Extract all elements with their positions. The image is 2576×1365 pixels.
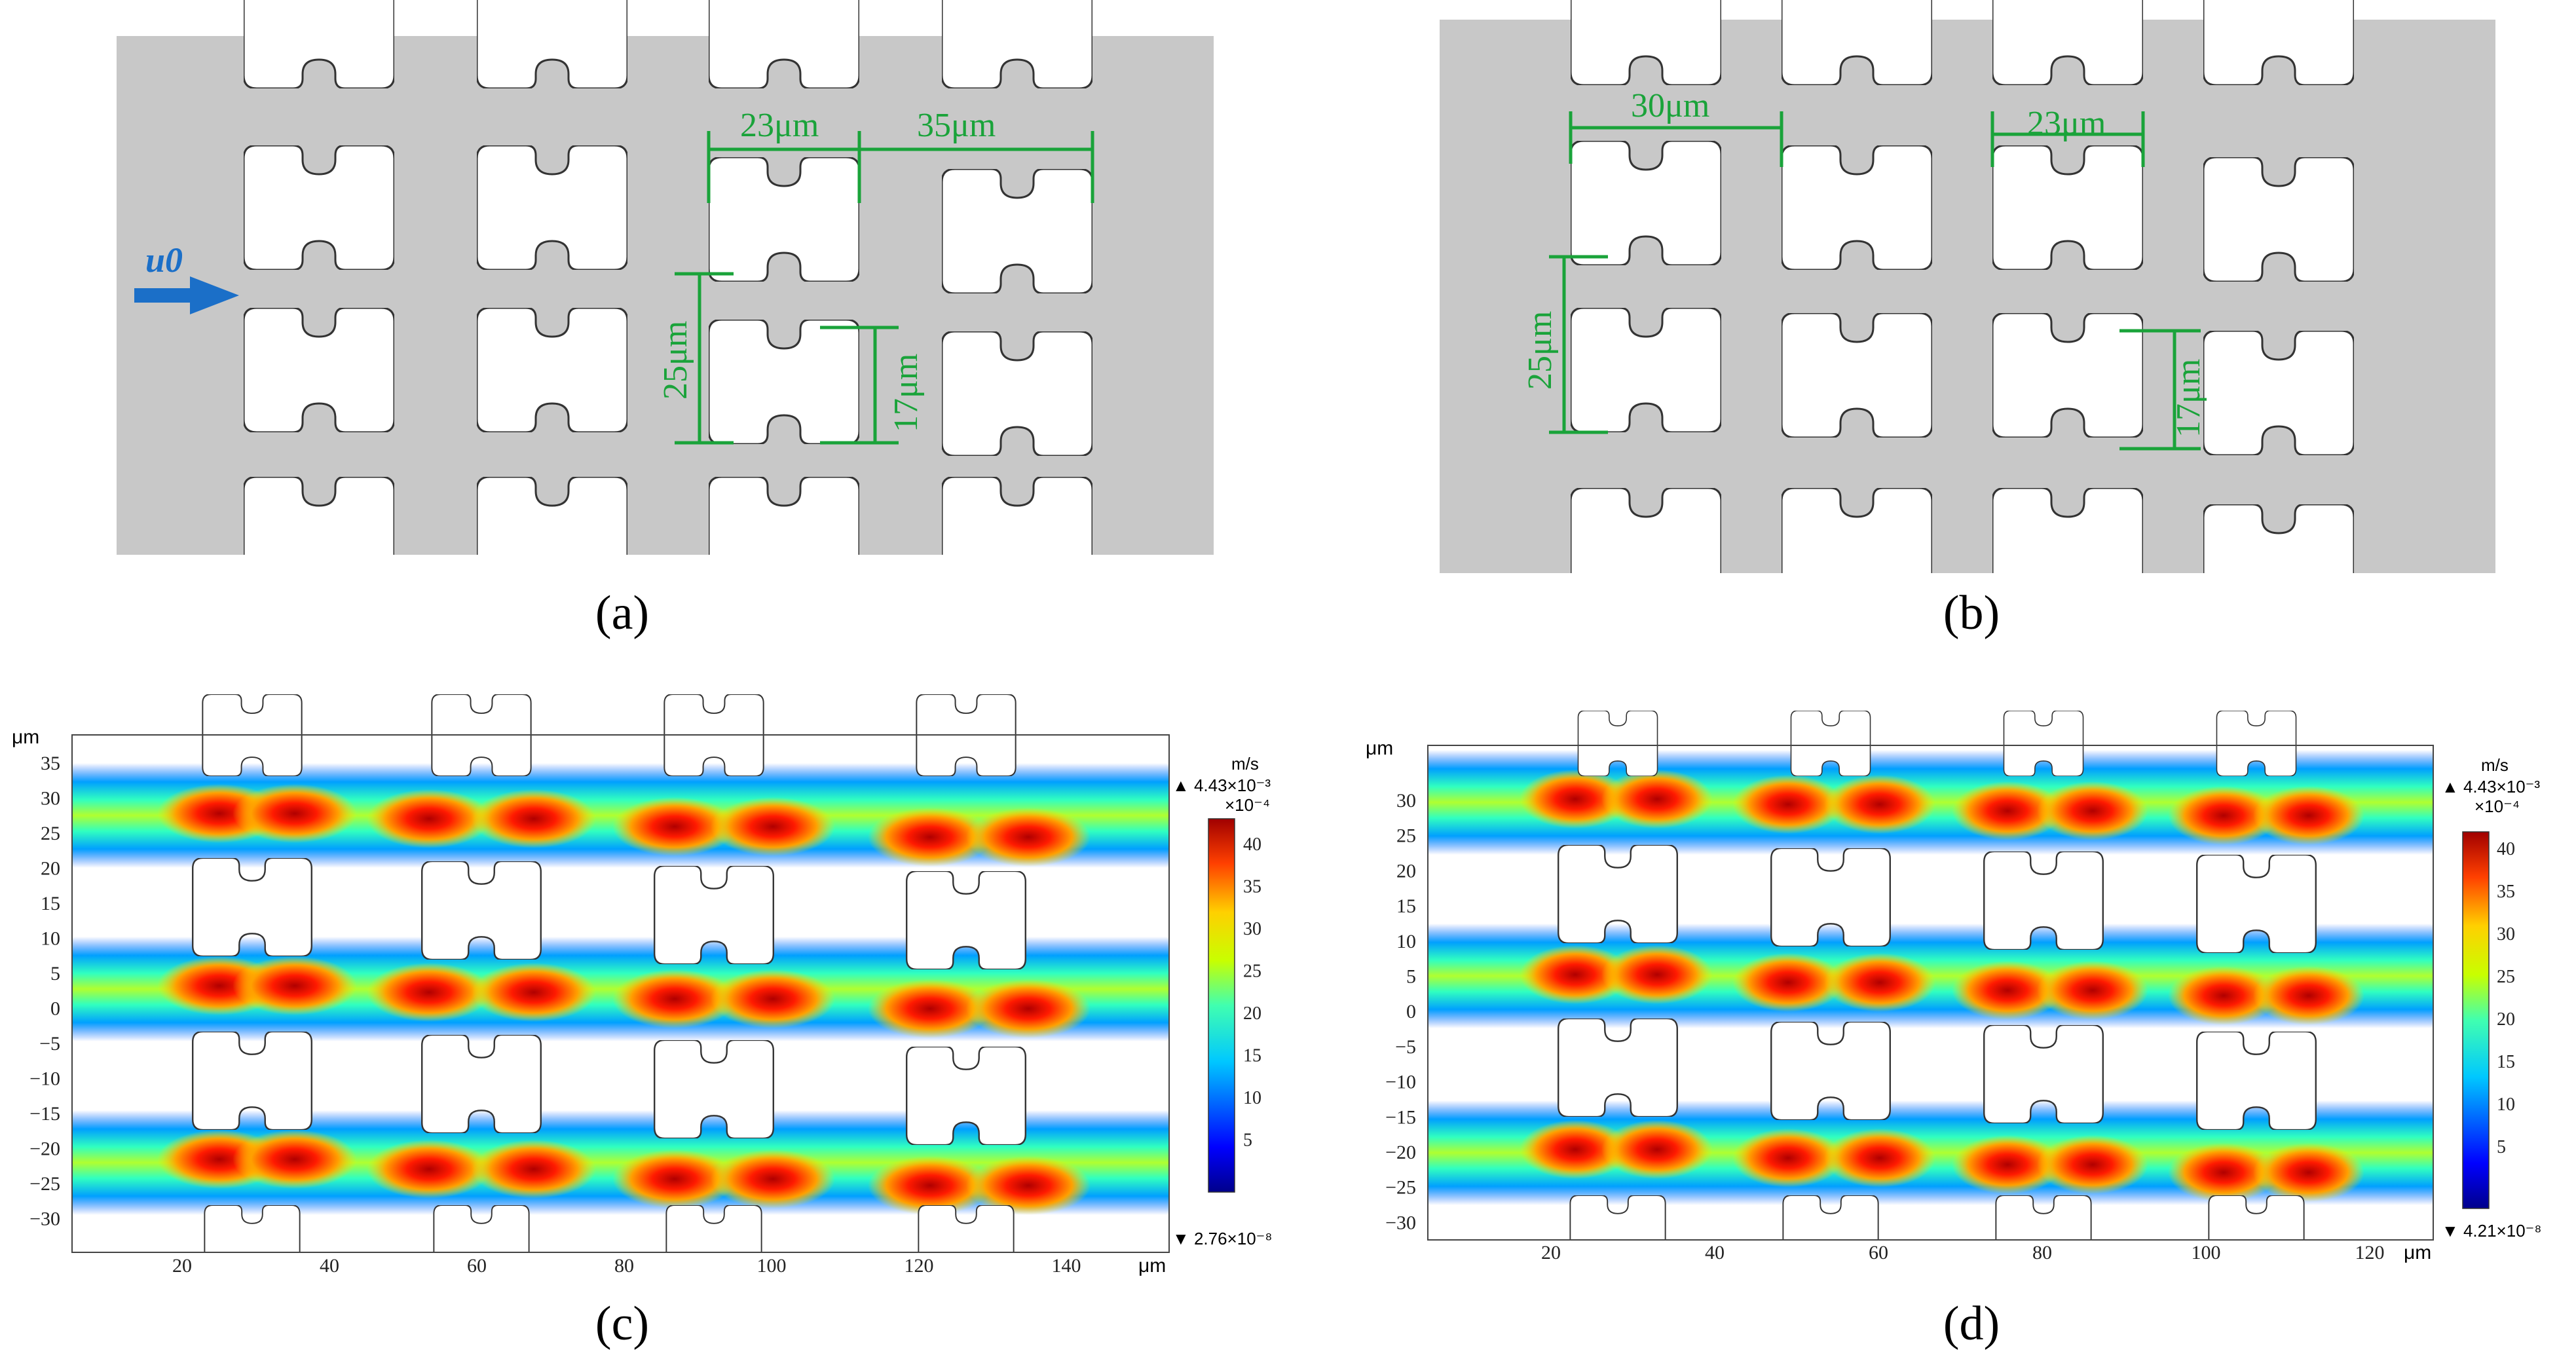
- dim-height-pore-b: 17μm: [2170, 359, 2207, 438]
- colorbar-tick-label: 40: [2497, 839, 2515, 859]
- cb-max-d: ▲ 4.43×10⁻³: [2442, 777, 2540, 796]
- cb-unit-c: m/s: [1231, 754, 1259, 774]
- colorbar-d: m/s ▲ 4.43×10⁻³ ×10⁻⁴ 40 35 30 25 20 15 10 5 ▼ …: [2442, 755, 2541, 1241]
- dim-width-b: 23μm: [2027, 105, 2106, 142]
- y-tick-label: 15: [41, 893, 60, 914]
- panel-label-b: (b): [1943, 586, 2000, 640]
- cb-max-c: ▲ 4.43×10⁻³: [1172, 776, 1271, 795]
- x-tick-label: 100: [757, 1255, 787, 1277]
- panel-label-a: (a): [595, 586, 649, 640]
- y-unit-c: μm: [12, 726, 39, 748]
- y-tick-label: −25: [29, 1173, 60, 1195]
- colorbar-tick-label: 15: [2497, 1052, 2515, 1072]
- channel-b: [1440, 20, 2495, 573]
- y-tick-label: 30: [1396, 790, 1416, 812]
- x-tick-label: 20: [172, 1255, 192, 1277]
- colorbar-tick-label: 30: [1243, 919, 1261, 939]
- colorbar-tick-label: 20: [1243, 1003, 1261, 1024]
- colorbar-tick-label: 10: [1243, 1088, 1261, 1108]
- dimension-lines-b: [1549, 111, 2201, 451]
- panel-c: 35 30 25 20 15 10 5 0 −5 −10 −15 −20 −25 −30 20 40 60 80…: [12, 694, 1272, 1351]
- x-unit-d: μm: [2404, 1242, 2431, 1263]
- dim-width-a: 23μm: [740, 107, 819, 144]
- velocity-field-d: [1428, 750, 2433, 1205]
- y-axis-c: 35 30 25 20 15 10 5 0 −5 −10 −15 −20 −25 −30: [29, 753, 60, 1230]
- cb-min-d: ▼ 4.21×10⁻⁸: [2442, 1221, 2541, 1241]
- dim-gap-b: 30μm: [1631, 87, 1709, 124]
- x-tick-label: 60: [467, 1255, 487, 1277]
- channel-a: [117, 36, 1214, 555]
- dim-height-cell-a: 25μm: [657, 321, 694, 400]
- colorbar-tick-label: 25: [1243, 962, 1261, 982]
- y-tick-label: −5: [39, 1033, 60, 1055]
- velocity-field-c: [72, 763, 1169, 1215]
- panel-b: 30μm 23μm 25μm 17μm (b): [1440, 0, 2495, 704]
- y-tick-label: 0: [1406, 1001, 1416, 1022]
- x-tick-label: 60: [1869, 1242, 1888, 1263]
- x-tick-label: 140: [1052, 1255, 1081, 1277]
- y-tick-label: −20: [1385, 1142, 1416, 1163]
- dim-gap-a: 35μm: [917, 107, 996, 144]
- y-tick-label: −15: [1385, 1106, 1416, 1128]
- colorbar-tick-label: 35: [2497, 882, 2515, 902]
- x-axis-c: 20 40 60 80 100 120 140: [172, 1255, 1081, 1277]
- colorbar-tick-label: 35: [1243, 877, 1261, 897]
- y-tick-label: −10: [29, 1068, 60, 1090]
- y-tick-label: −25: [1385, 1177, 1416, 1199]
- colorbar-tick-label: 20: [2497, 1009, 2515, 1030]
- colorbar-tick-label: 30: [2497, 924, 2515, 944]
- y-unit-d: μm: [1366, 738, 1393, 759]
- x-axis-d: 20 40 60 80 100 120: [1541, 1242, 2385, 1263]
- y-tick-label: 20: [1396, 860, 1416, 882]
- x-tick-label: 40: [320, 1255, 339, 1277]
- y-tick-label: −30: [29, 1208, 60, 1230]
- inlet-arrow: u0: [134, 240, 239, 314]
- x-tick-label: 20: [1541, 1242, 1561, 1263]
- colorbar-tick-label: 5: [1243, 1131, 1252, 1151]
- colorbar-c: m/s ▲ 4.43×10⁻³ ×10⁻⁴ 40 35 30 25 20 15 10 5 ▼ …: [1172, 754, 1272, 1248]
- colorbar-tick-label: 25: [2497, 967, 2515, 987]
- dim-height-pore-a: 17μm: [887, 354, 925, 432]
- x-tick-label: 120: [2355, 1242, 2385, 1263]
- x-tick-label: 80: [614, 1255, 634, 1277]
- y-tick-label: 30: [41, 788, 60, 810]
- y-tick-label: 0: [50, 998, 60, 1020]
- colorbar-tick-label: 5: [2497, 1137, 2506, 1157]
- dimension-lines-a: [675, 131, 1094, 445]
- dim-height-cell-b: 25μm: [1521, 311, 1559, 390]
- y-tick-label: 20: [41, 858, 60, 880]
- panel-d: 30 25 20 15 10 5 0 −5 −10 −15 −20 −25 −30 20 40 60 80 10…: [1366, 711, 2541, 1351]
- y-tick-label: 15: [1396, 895, 1416, 917]
- y-axis-d: 30 25 20 15 10 5 0 −5 −10 −15 −20 −25 −30: [1385, 790, 1416, 1233]
- cb-scale-c: ×10⁻⁴: [1225, 795, 1270, 815]
- y-tick-label: 5: [50, 963, 60, 984]
- colorbar-tick-label: 10: [2497, 1094, 2515, 1115]
- y-tick-label: 25: [41, 823, 60, 844]
- x-tick-label: 40: [1705, 1242, 1725, 1263]
- cb-unit-d: m/s: [2481, 755, 2509, 775]
- x-unit-c: μm: [1138, 1255, 1166, 1277]
- x-tick-label: 120: [905, 1255, 934, 1277]
- y-tick-label: −30: [1385, 1212, 1416, 1233]
- colorbar-tick-label: 15: [1243, 1046, 1261, 1066]
- y-tick-label: −15: [29, 1103, 60, 1125]
- panel-label-c: (c): [595, 1297, 649, 1351]
- y-tick-label: 25: [1396, 825, 1416, 847]
- x-tick-label: 80: [2032, 1242, 2052, 1263]
- cb-scale-d: ×10⁻⁴: [2474, 796, 2520, 816]
- y-tick-label: 10: [41, 928, 60, 950]
- panel-label-d: (d): [1943, 1297, 2000, 1351]
- y-tick-label: −10: [1385, 1072, 1416, 1093]
- colorbar-tick-label: 40: [1243, 834, 1261, 855]
- y-tick-label: −5: [1395, 1036, 1416, 1058]
- y-tick-label: 10: [1396, 931, 1416, 952]
- y-tick-label: −20: [29, 1138, 60, 1160]
- inlet-label: u0: [145, 240, 183, 280]
- x-tick-label: 100: [2192, 1242, 2221, 1263]
- y-tick-label: 35: [41, 753, 60, 774]
- cb-min-c: ▼ 2.76×10⁻⁸: [1172, 1229, 1272, 1248]
- y-tick-label: 5: [1406, 966, 1416, 988]
- panel-a: u0 23μm 35μm 25μm 17μm (a): [117, 0, 1214, 686]
